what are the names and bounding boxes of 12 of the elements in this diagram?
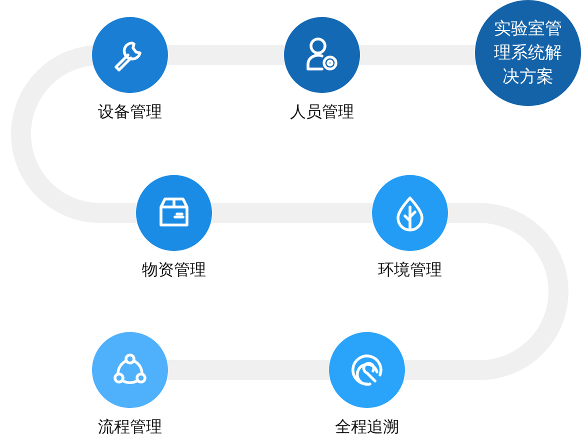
step-label: 物资管理 bbox=[142, 260, 206, 281]
step-label: 设备管理 bbox=[98, 102, 162, 123]
step-label: 流程管理 bbox=[98, 417, 162, 438]
solution-title: 实验室管理系统解决方案 bbox=[493, 18, 563, 89]
step-label: 全程追溯 bbox=[335, 417, 399, 438]
step-label: 人员管理 bbox=[290, 102, 354, 123]
track-line bbox=[168, 45, 284, 65]
step-label: 环境管理 bbox=[378, 260, 442, 281]
track-line bbox=[168, 360, 329, 380]
track-line bbox=[405, 203, 568, 380]
track-line bbox=[212, 203, 372, 223]
track-line bbox=[11, 45, 136, 223]
